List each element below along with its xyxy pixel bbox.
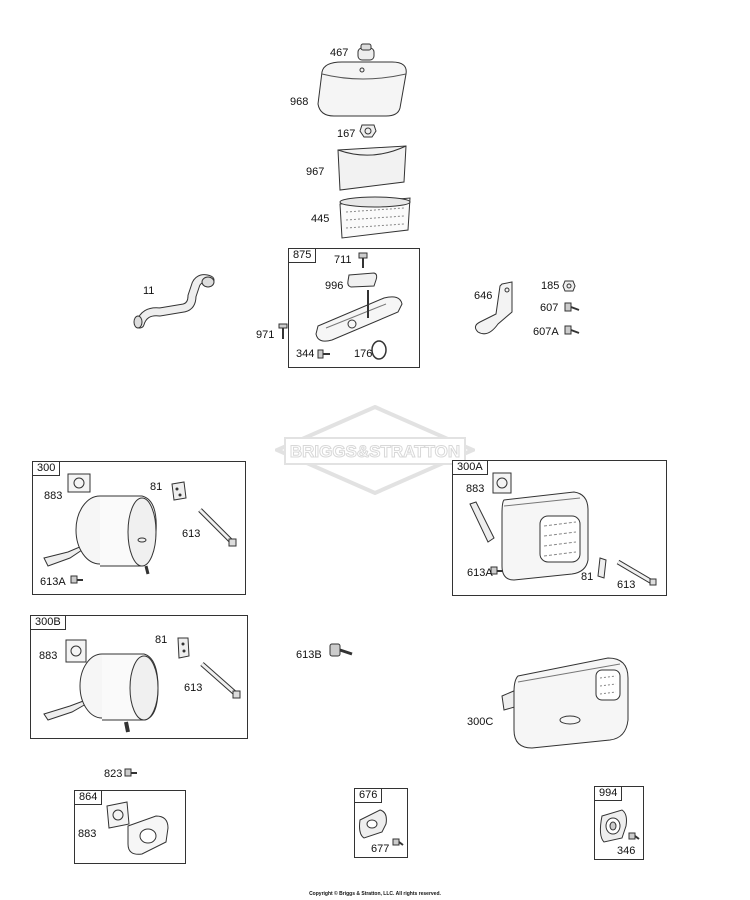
muffler-300a-icon: [469, 491, 589, 581]
kit-300a-box: 300A: [452, 460, 667, 596]
muffler-300c-icon: [501, 657, 629, 749]
part-label-613-300a: 613: [617, 579, 636, 591]
muffler-300b-icon: [43, 653, 159, 733]
part-label-613-300b: 613: [184, 682, 203, 694]
part-label-300c: 300C: [467, 716, 494, 728]
part-label-613b: 613B: [296, 649, 322, 661]
cover-968-icon: [317, 61, 407, 117]
breather-tube-11-icon: [133, 274, 215, 329]
part-label-968: 968: [290, 96, 309, 108]
part-label-971: 971: [256, 329, 275, 341]
gasket-883c-icon: [106, 801, 130, 829]
part-label-344: 344: [296, 348, 315, 360]
gasket-996-icon: [347, 272, 378, 288]
bolt-613-300a-icon: [616, 559, 657, 586]
screw-344-icon: [317, 349, 330, 359]
kit-864-tag: 864: [74, 790, 103, 805]
part-label-445: 445: [311, 213, 330, 225]
part-label-677: 677: [371, 843, 390, 855]
kit-875-box: 875: [288, 248, 420, 368]
gasket-883b-icon: [65, 639, 87, 663]
bolt-613-icon: [198, 508, 237, 547]
part-label-883-864: 883: [78, 828, 97, 840]
part-label-346: 346: [617, 845, 636, 857]
screw-677-icon: [392, 838, 404, 846]
copyright-notice: Copyright © Briggs & Stratton, LLC. All …: [309, 891, 441, 897]
brand-watermark: BRIGGS&STRATTON: [275, 405, 475, 495]
base-plate-icon: [315, 290, 403, 342]
kit-875-tag: 875: [288, 248, 317, 263]
kit-300-tag: 300: [32, 461, 61, 476]
bracket-646-icon: [474, 281, 513, 335]
gasket-883-icon: [67, 473, 91, 493]
part-label-711: 711: [334, 254, 352, 266]
part-label-467: 467: [330, 47, 349, 59]
part-label-613: 613: [182, 528, 201, 540]
bolt-613-300b-icon: [200, 662, 241, 699]
oring-176-icon: [371, 340, 387, 360]
gasket-883a-icon: [492, 472, 512, 494]
screw-346-icon: [628, 832, 640, 840]
clip-81a-icon: [597, 557, 607, 579]
part-label-646: 646: [474, 290, 493, 302]
adapter-864-icon: [127, 815, 169, 855]
watermark-text: BRIGGS&STRATTON: [290, 442, 460, 461]
kit-300b-box: 300B: [30, 615, 248, 739]
part-label-81: 81: [150, 481, 163, 493]
kit-864-box: 864: [74, 790, 186, 864]
part-label-613a: 613A: [40, 576, 66, 588]
part-label-607a: 607A: [533, 326, 559, 338]
kit-676-box: 676: [354, 788, 408, 858]
part-label-81-300a: 81: [581, 571, 594, 583]
part-label-613a-300a: 613A: [467, 567, 493, 579]
muffler-300-icon: [43, 495, 157, 575]
nut-185-icon: [562, 280, 576, 292]
part-label-11: 11: [143, 285, 155, 297]
screw-607a-icon: [564, 325, 580, 335]
part-label-823: 823: [104, 768, 123, 780]
kit-994-box: 994: [594, 786, 644, 860]
filter-445-icon: [339, 196, 411, 239]
part-label-167: 167: [337, 128, 356, 140]
part-label-883: 883: [44, 490, 63, 502]
part-label-967: 967: [306, 166, 325, 178]
knob-467-icon: [357, 43, 375, 61]
kit-300-box: 300: [32, 461, 246, 595]
deflector-676-icon: [359, 809, 387, 839]
part-label-176: 176: [354, 348, 373, 360]
nut-167-icon: [359, 124, 377, 138]
screen-994-icon: [599, 809, 627, 843]
precleaner-967-icon: [337, 145, 407, 191]
bolt-711-icon: [358, 252, 368, 268]
screw-613a-icon: [70, 575, 83, 584]
screw-613a-300a-icon: [490, 566, 503, 575]
screw-823-icon: [124, 768, 137, 777]
screw-613b-icon: [329, 643, 353, 657]
kit-994-tag: 994: [594, 786, 623, 801]
kit-300b-tag: 300B: [30, 615, 66, 630]
part-label-883-300a: 883: [466, 483, 485, 495]
screw-607-icon: [564, 302, 580, 312]
part-label-185: 185: [541, 280, 560, 292]
clip-81-icon: [171, 481, 187, 501]
part-label-607: 607: [540, 302, 559, 314]
part-label-81-300b: 81: [155, 634, 168, 646]
kit-676-tag: 676: [354, 788, 383, 803]
part-label-883-300b: 883: [39, 650, 58, 662]
part-label-996: 996: [325, 280, 344, 292]
kit-300a-tag: 300A: [452, 460, 488, 475]
screw-971-icon: [278, 323, 288, 339]
clip-81b-icon: [177, 637, 190, 659]
